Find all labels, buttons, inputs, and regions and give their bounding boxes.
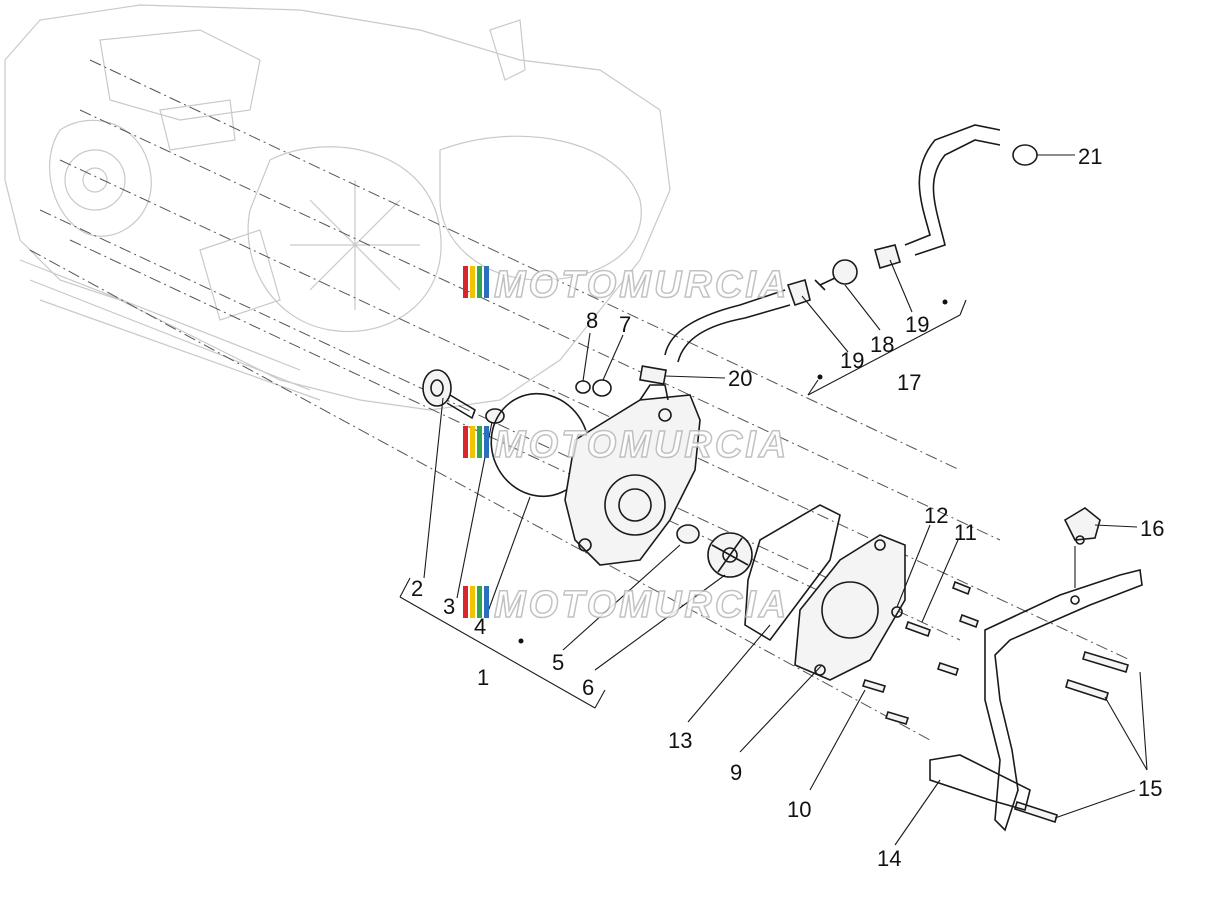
callout-11: 11 — [954, 520, 977, 545]
callout-12: 12 — [924, 503, 948, 528]
callout-19b: 19 — [905, 312, 929, 337]
engine-block-ghost — [4, 4, 671, 411]
callout-13: 13 — [668, 728, 692, 753]
callout-9: 9 — [730, 760, 742, 785]
group-bracket-17 — [807, 299, 967, 396]
callout-1: 1 — [477, 665, 489, 690]
callout-2: 2 — [411, 576, 423, 601]
callout-10: 10 — [787, 797, 811, 822]
callout-8: 8 — [586, 308, 598, 333]
callout-5: 5 — [552, 650, 564, 675]
coolant-hose-assembly — [664, 124, 1038, 363]
watermark-middle: MOTOMURCIA — [463, 423, 789, 467]
reference-dot — [817, 374, 823, 380]
reference-dot — [518, 638, 524, 644]
callout-7: 7 — [619, 312, 631, 337]
mounting-bracket — [929, 569, 1143, 832]
pump-housing — [564, 384, 701, 566]
watermark-top: MOTOMURCIA — [463, 263, 789, 307]
callout-17: 17 — [897, 370, 921, 395]
screws — [861, 580, 1129, 824]
callout-6: 6 — [582, 675, 594, 700]
watermark-text: MOTOMURCIA — [494, 584, 789, 626]
assembly-guide-lines — [29, 59, 1131, 741]
callout-18: 18 — [870, 332, 894, 357]
callout-21: 21 — [1078, 144, 1102, 169]
watermark-bottom: MOTOMURCIA — [463, 583, 789, 627]
hose-clamp-16 — [1063, 507, 1101, 545]
pump-shaft-bearing — [422, 369, 476, 420]
callout-14: 14 — [877, 846, 901, 871]
o-ring-large — [490, 392, 590, 498]
watermark-text: MOTOMURCIA — [494, 424, 789, 466]
washer-8 — [575, 380, 591, 394]
pump-cover — [794, 534, 906, 681]
callout-15a: 15 — [1138, 776, 1162, 801]
callout-19a: 19 — [840, 348, 864, 373]
callout-20: 20 — [728, 366, 752, 391]
impeller — [707, 532, 753, 578]
callout-numbers: 1 2 3 4 5 6 7 8 9 10 11 12 13 14 15 16 1… — [411, 144, 1164, 871]
bushing — [676, 524, 700, 544]
callout-3: 3 — [443, 594, 455, 619]
callout-4: 4 — [474, 614, 486, 639]
group-bracket-1 — [399, 577, 606, 709]
hose-clip-20 — [639, 365, 667, 385]
callout-16: 16 — [1140, 516, 1164, 541]
washer-7 — [592, 379, 612, 397]
leader-lines — [423, 154, 1148, 846]
watermark-text: MOTOMURCIA — [494, 264, 789, 306]
cover-gasket — [744, 504, 841, 642]
reference-dot — [942, 299, 948, 305]
